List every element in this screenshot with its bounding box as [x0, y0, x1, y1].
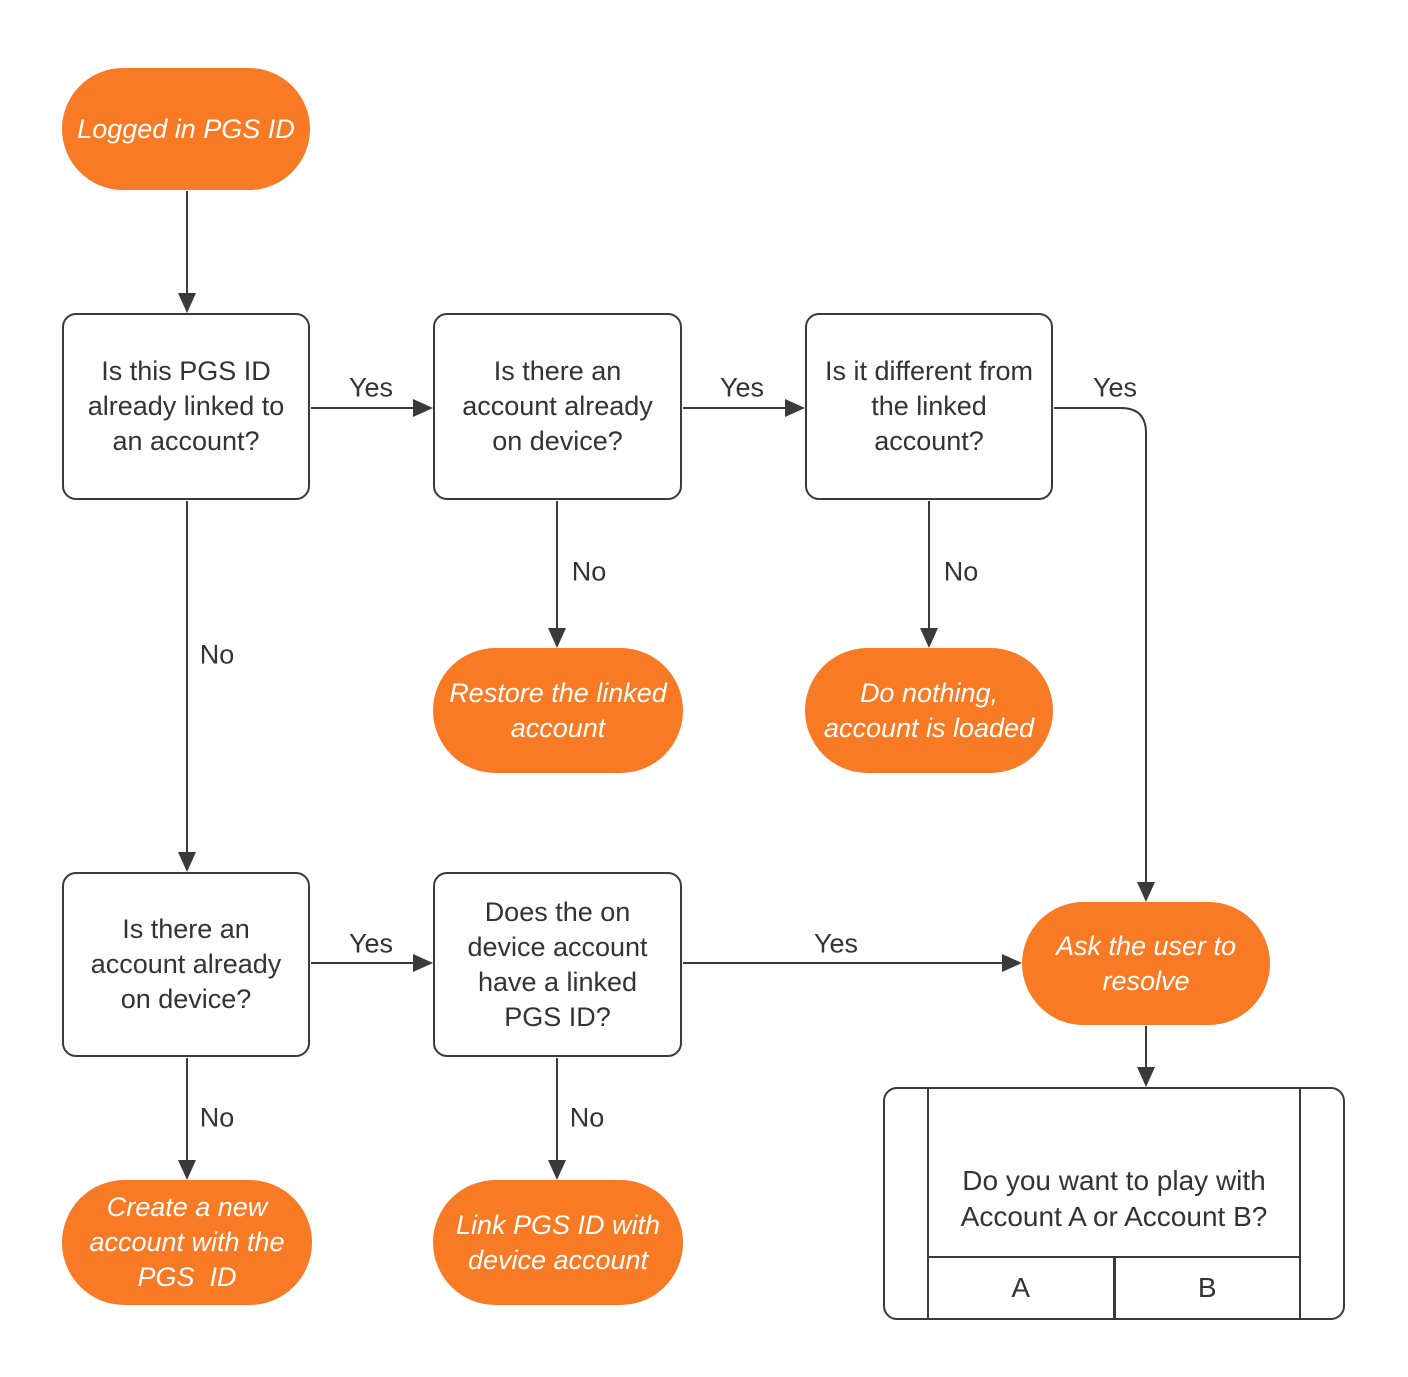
edge-q5-to-link-no: [548, 1058, 566, 1180]
edge-ask-to-dialog: [1137, 1026, 1155, 1087]
edge-label-no-q4-create: No: [195, 1102, 239, 1134]
node-result-restore-linked-account: Restore the linked account: [433, 648, 683, 773]
dialog-right-bezel: [1299, 1089, 1343, 1318]
edge-label-yes-q5-ask: Yes: [809, 928, 863, 960]
dialog-button-b: B: [1197, 1272, 1217, 1303]
node-question-different-from-linked: Is it different from the linked account?: [805, 313, 1053, 500]
node-start-logged-in-pgs-id: Logged in PGS ID: [62, 68, 310, 190]
dialog-button-a: A: [929, 1258, 1116, 1318]
node-question-device-account-has-pgs-id: Does the on device account have a linked…: [433, 872, 682, 1057]
node-result-do-nothing: Do nothing, account is loaded: [805, 648, 1053, 773]
edge-label-no-q2-restore: No: [567, 556, 611, 588]
edge-label-yes-q3-ask: Yes: [1088, 372, 1142, 404]
dialog-left-bezel: [885, 1089, 929, 1318]
edge-label-no-q5-link: No: [565, 1102, 609, 1134]
dialog-button-bar: A B: [929, 1256, 1299, 1318]
edge-q3-to-nothing-no: [920, 501, 938, 648]
edge-q2-to-restore-no: [548, 501, 566, 648]
dialog-content: Do you want to play with Account A or Ac…: [929, 1089, 1299, 1318]
node-result-ask-user-to-resolve: Ask the user to resolve: [1022, 902, 1270, 1025]
node-result-link-pgs-id: Link PGS ID with device account: [433, 1180, 683, 1305]
edge-start-to-q1: [178, 191, 196, 313]
node-question-account-on-device-top: Is there an account already on device?: [433, 313, 682, 500]
edge-label-yes-q2-q3: Yes: [715, 372, 769, 404]
edge-label-yes-q4-q5: Yes: [344, 928, 398, 960]
edge-q1-to-q4-no: [178, 501, 196, 872]
edge-label-no-q1-q4: No: [195, 639, 239, 671]
dialog-question: Do you want to play with Account A or Ac…: [960, 1164, 1268, 1232]
node-question-pgs-id-linked: Is this PGS ID already linked to an acco…: [62, 313, 310, 500]
node-result-create-new-account: Create a new account with the PGS ID: [62, 1180, 312, 1305]
edge-q3-to-ask-yes: [1054, 407, 1155, 902]
dialog-mockup: Do you want to play with Account A or Ac…: [883, 1087, 1345, 1320]
edge-label-yes-q1-q2: Yes: [344, 372, 398, 404]
edge-label-no-q3-nothing: No: [939, 556, 983, 588]
node-question-account-on-device-bottom: Is there an account already on device?: [62, 872, 310, 1057]
edge-q4-to-create-no: [178, 1058, 196, 1180]
